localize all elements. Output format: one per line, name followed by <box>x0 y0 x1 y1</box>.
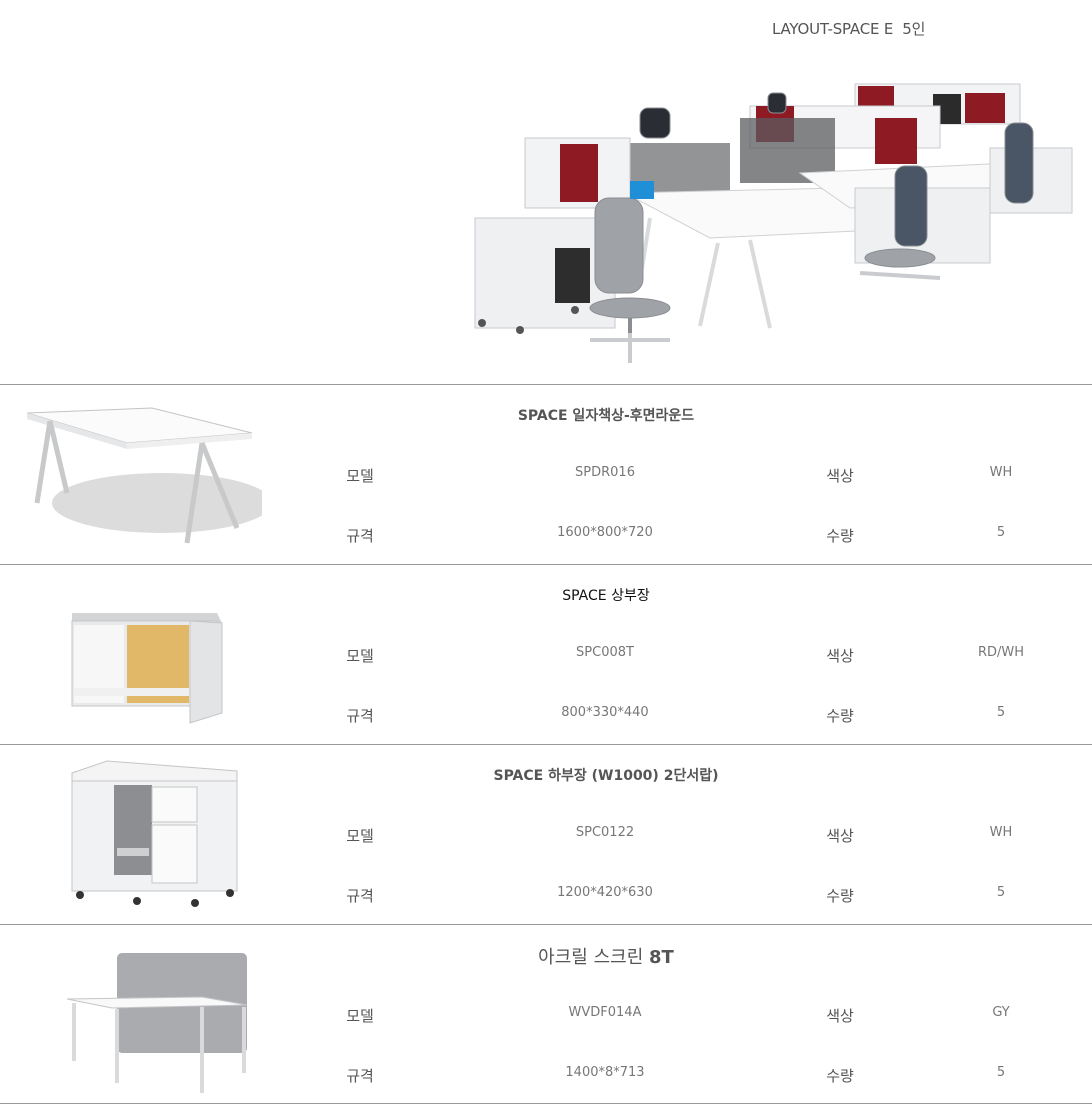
spec-value: 800*330*440 <box>561 705 649 720</box>
spec-label: 규격 <box>346 707 374 725</box>
qty-label: 수량 <box>826 1067 854 1085</box>
color-label: 색상 <box>826 467 854 485</box>
product-name: 아크릴 스크린 8T <box>330 943 882 969</box>
qty-value: 5 <box>996 705 1006 720</box>
color-label: 색상 <box>826 1007 854 1025</box>
color-label: 색상 <box>826 647 854 665</box>
product-name-main: 아크릴 스크린 <box>538 947 644 968</box>
qty-label: 수량 <box>826 527 854 545</box>
product-name-bold: 8T <box>649 947 674 968</box>
product-row-3: SPACE 하부장 (W1000) 2단서랍) 모델 SPC0122 색상 WH… <box>0 744 1092 924</box>
color-value: WH <box>989 825 1013 840</box>
layout-title: LAYOUT-SPACE E 5인 <box>772 20 926 38</box>
model-value: SPC008T <box>576 645 634 660</box>
model-value: SPC0122 <box>575 825 635 840</box>
spec-label: 규격 <box>346 527 374 545</box>
product-name: SPACE 상부장 <box>562 588 650 604</box>
product-row-4: 아크릴 스크린 8T 모델 WVDF014A 색상 GY 규격 1400*8*7… <box>0 924 1092 1104</box>
lower-cabinet-image <box>71 760 238 907</box>
product-name: SPACE 일자책상-후면라운드 <box>517 408 695 424</box>
product-row-1: SPACE 일자책상-후면라운드 모델 SPDR016 색상 WH 규격 160… <box>0 384 1092 564</box>
workstation-layout-image <box>474 83 1073 363</box>
product-row-2: SPACE 상부장 모델 SPC008T 색상 RD/WH 규격 800*330… <box>0 564 1092 744</box>
product-name: SPACE 하부장 (W1000) 2단서랍) <box>493 768 719 784</box>
spec-value: 1600*800*720 <box>557 525 653 540</box>
qty-value: 5 <box>996 1065 1006 1080</box>
spec-label: 규격 <box>346 887 374 905</box>
model-label: 모델 <box>346 467 374 485</box>
qty-label: 수량 <box>826 887 854 905</box>
color-value: WH <box>989 465 1013 480</box>
spec-value: 1200*420*630 <box>557 885 653 900</box>
color-label: 색상 <box>826 827 854 845</box>
upper-cabinet-image <box>71 613 223 724</box>
color-value: RD/WH <box>977 645 1025 660</box>
qty-value: 5 <box>996 885 1006 900</box>
acrylic-screen-image <box>66 953 248 1093</box>
spec-value: 1400*8*713 <box>565 1065 645 1080</box>
spec-label: 규격 <box>346 1067 374 1085</box>
desk-image <box>26 407 262 544</box>
model-label: 모델 <box>346 827 374 845</box>
model-value: WVDF014A <box>568 1005 642 1020</box>
model-value: SPDR016 <box>575 465 635 480</box>
qty-value: 5 <box>996 525 1006 540</box>
model-label: 모델 <box>346 1007 374 1025</box>
layout-header: LAYOUT-SPACE E 5인 <box>0 0 1092 384</box>
qty-label: 수량 <box>826 707 854 725</box>
model-label: 모델 <box>346 647 374 665</box>
color-value: GY <box>992 1005 1010 1020</box>
